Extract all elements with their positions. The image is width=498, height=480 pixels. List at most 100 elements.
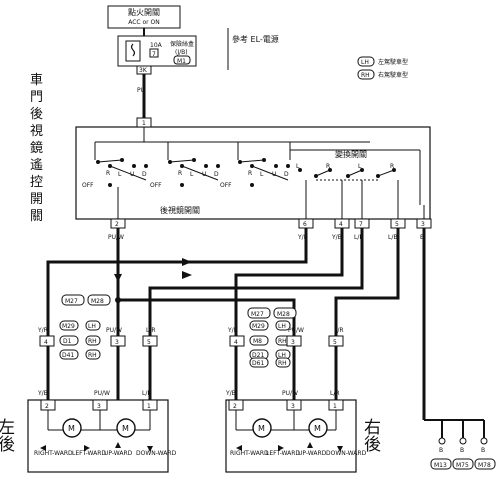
svg-text:視: 視: [30, 124, 43, 139]
svg-text:M8: M8: [253, 338, 262, 345]
svg-text:M: M: [122, 424, 129, 433]
svg-text:L: L: [190, 171, 194, 178]
wire-b-switch: B: [420, 234, 424, 241]
svg-text:LH: LH: [278, 352, 286, 359]
mirror-control-switch-box: [75, 126, 431, 220]
fuse-sub: (J/B): [175, 49, 188, 56]
svg-text:門: 門: [30, 90, 43, 105]
wire-yb-right: Y/B: [225, 390, 236, 397]
fuse-connector: 3K: [139, 67, 148, 74]
svg-text:D: D: [142, 171, 147, 178]
svg-text:鏡: 鏡: [30, 141, 43, 156]
svg-text:B: B: [439, 447, 443, 454]
svg-text:RIGHT-WARD: RIGHT-WARD: [230, 450, 269, 457]
legend-lh-text: 左駕駛車型: [378, 58, 408, 66]
svg-text:RH: RH: [278, 360, 287, 367]
svg-text:PU/W: PU/W: [288, 327, 304, 334]
svg-text:車: 車: [30, 73, 43, 88]
svg-text:關: 關: [30, 209, 43, 224]
wire-lr-right: L/R: [330, 390, 340, 397]
svg-text:4: 4: [234, 339, 238, 346]
svg-text:3: 3: [291, 339, 295, 346]
right-mirror-motor: 2 3 1 M M RIGHT-WARD LEFT-WARD UP-WARD D…: [225, 399, 367, 473]
svg-text:LEFT-WARD: LEFT-WARD: [266, 450, 300, 457]
left-joint-labels: M27 M28: [61, 294, 111, 306]
pin-1: 1: [142, 120, 146, 127]
svg-text:L: L: [358, 163, 362, 170]
svg-text:M13: M13: [434, 462, 447, 469]
svg-text:3: 3: [291, 403, 295, 410]
fuse-ref: M1: [177, 58, 186, 65]
svg-text:Y/R: Y/R: [227, 327, 238, 334]
ignition-sub: ACC or ON: [128, 19, 160, 26]
svg-text:U: U: [202, 171, 206, 178]
svg-text:B: B: [481, 447, 485, 454]
svg-text:OFF: OFF: [82, 182, 94, 189]
switch-contacts-1: OFF R L U D: [82, 158, 148, 189]
svg-text:D1: D1: [63, 338, 72, 345]
svg-text:M78: M78: [478, 462, 491, 469]
svg-text:2: 2: [45, 403, 49, 410]
svg-text:OFF: OFF: [220, 182, 232, 189]
wire-puw-switch: PU/W: [108, 234, 124, 241]
svg-text:LEFT-WARD: LEFT-WARD: [72, 450, 106, 457]
svg-text:Y/R: Y/R: [37, 327, 48, 334]
svg-text:L: L: [118, 171, 122, 178]
wire-lr-switch: L/R: [354, 234, 364, 241]
right-joint-labels: M27 M28: [247, 307, 297, 319]
right-rear-label: 右後: [360, 418, 381, 452]
svg-text:4: 4: [339, 221, 343, 228]
svg-text:M75: M75: [456, 462, 469, 469]
svg-text:開: 開: [30, 192, 43, 207]
svg-text:R: R: [390, 163, 394, 170]
reference-note: 參考 EL-電源: [232, 34, 279, 44]
svg-text:RH: RH: [278, 338, 287, 345]
svg-text:D: D: [214, 171, 219, 178]
wire-yb-switch: Y/B: [331, 234, 342, 241]
svg-text:2: 2: [233, 403, 237, 410]
left-mid-connector: Y/R PU/W L/R M29 LH 4 D1 RH 3 5 D41 RH: [37, 320, 158, 360]
svg-text:L: L: [296, 163, 300, 170]
mirror-switch-label: 後視鏡開關: [160, 205, 200, 215]
changeover-switch-label: 變換開關: [335, 149, 367, 159]
ignition-title: 點火開關: [128, 7, 160, 17]
svg-text:6: 6: [303, 221, 307, 228]
svg-text:LH: LH: [88, 323, 96, 330]
svg-text:5: 5: [333, 339, 337, 346]
svg-text:DOWN-WARD: DOWN-WARD: [136, 450, 177, 457]
svg-text:後: 後: [30, 107, 43, 122]
svg-text:R: R: [248, 170, 252, 177]
svg-text:U: U: [130, 171, 134, 178]
svg-text:3: 3: [97, 403, 101, 410]
left-mirror-motor: 2 3 1 M M RIGHT-WARD LEFT-WARD UP-WARD D…: [27, 399, 177, 473]
svg-text:M28: M28: [91, 298, 104, 305]
svg-text:5: 5: [147, 339, 151, 346]
svg-text:3: 3: [421, 221, 425, 228]
vertical-title: 車 門 後 視 鏡 遙 控 開 關: [30, 73, 43, 224]
svg-text:M: M: [258, 424, 265, 433]
wire-yr-switch: Y/R: [297, 234, 308, 241]
svg-text:M27: M27: [251, 311, 264, 318]
svg-text:L/R: L/R: [146, 327, 156, 334]
svg-text:2: 2: [115, 221, 119, 228]
svg-text:D61: D61: [252, 360, 264, 367]
legend-rh-badge: RH: [361, 72, 370, 79]
svg-text:LH: LH: [278, 323, 286, 330]
svg-text:7: 7: [359, 221, 363, 228]
svg-text:D: D: [284, 171, 289, 178]
legend-lh-badge: LH: [361, 59, 369, 66]
svg-text:3: 3: [115, 339, 119, 346]
fuse-number: 7: [152, 51, 156, 58]
svg-text:M29: M29: [252, 323, 265, 330]
svg-text:RIGHT-WARD: RIGHT-WARD: [34, 450, 73, 457]
svg-text:B: B: [460, 447, 464, 454]
fuse-label: 保險絲盒: [170, 40, 194, 48]
wire-yb-left: Y/B: [37, 390, 48, 397]
right-mid-connector: Y/R PU/W L/R M29 LH 4 M8 RH 3 5 D21 LH D…: [227, 320, 344, 368]
svg-text:PU/W: PU/W: [106, 327, 122, 334]
switch-contacts-2: OFF R L U D: [150, 158, 220, 189]
ground-terminals: B B B M13 M75 M78: [430, 437, 496, 470]
switch-contacts-3: OFF R L U D: [220, 158, 290, 189]
changeover-contacts: L R L R: [296, 163, 396, 181]
